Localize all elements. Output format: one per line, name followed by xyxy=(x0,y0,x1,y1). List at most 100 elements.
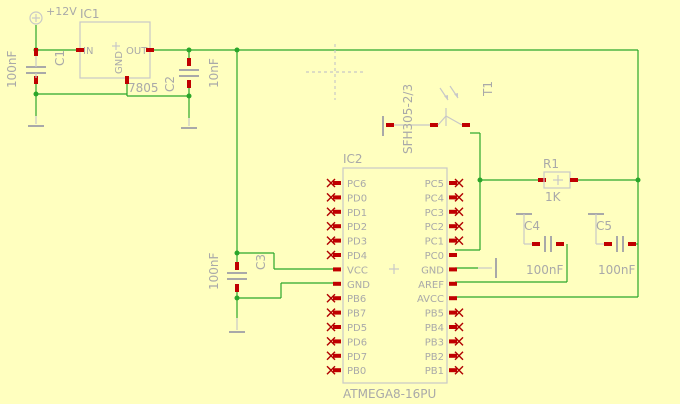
ic2-microcontroller[interactable]: IC2 ATMEGA8-16PU PC6PD0PD1PD2PD3PD4VCCGN… xyxy=(326,152,464,401)
pad xyxy=(76,48,84,52)
c5-name: C5 xyxy=(596,219,612,233)
ground-symbol xyxy=(28,116,44,127)
pad xyxy=(386,123,394,127)
pad xyxy=(449,195,457,200)
pad xyxy=(333,281,341,286)
no-connect-marker xyxy=(326,221,336,231)
ic2-pin-pd4[interactable]: PD4 xyxy=(326,250,367,262)
junction xyxy=(186,93,192,99)
t1-name: T1 xyxy=(481,81,495,97)
ic2-pin-pb5[interactable]: PB5 xyxy=(425,308,464,320)
t1-value: SFH305-2/3 xyxy=(401,84,415,154)
pin-label: PB4 xyxy=(425,323,444,334)
pin-label: PD2 xyxy=(347,222,367,233)
ic2-pin-pd2[interactable]: PD2 xyxy=(326,221,367,233)
ic2-pin-pd3[interactable]: PD3 xyxy=(326,236,367,248)
resistor-r1[interactable]: R1 1K xyxy=(538,157,578,204)
phototransistor-t1[interactable]: T1 SFH305-2/3 xyxy=(382,81,495,154)
ic2-pin-pb6[interactable]: PB6 xyxy=(326,293,366,305)
pad xyxy=(333,267,341,272)
pad xyxy=(333,253,341,257)
ic1-name: IC1 xyxy=(80,7,100,21)
pin-label: PC4 xyxy=(425,193,444,204)
ic2-pin-pb0[interactable]: PB0 xyxy=(326,365,366,377)
c2-value: 10nF xyxy=(207,58,221,88)
ic2-pin-pb3[interactable]: PB3 xyxy=(425,336,464,348)
ic2-pin-pd0[interactable]: PD0 xyxy=(326,192,367,204)
pin-label: PB3 xyxy=(425,337,444,348)
pad xyxy=(34,76,38,84)
ic2-pin-vcc[interactable]: VCC xyxy=(333,265,368,276)
ic2-pin-pc0[interactable]: PC0 xyxy=(425,251,457,262)
pad xyxy=(187,80,191,88)
ic2-pin-gnd[interactable]: GND xyxy=(421,265,457,276)
pad xyxy=(449,310,457,315)
pin-label: PC3 xyxy=(425,208,444,219)
supply-12v[interactable]: +12V xyxy=(29,5,77,25)
ic2-pin-aref[interactable]: AREF xyxy=(418,280,457,291)
ic2-pin-pb7[interactable]: PB7 xyxy=(326,308,366,320)
pad xyxy=(449,339,457,344)
pad xyxy=(449,238,457,243)
ic2-pin-pc4[interactable]: PC4 xyxy=(425,192,464,204)
no-connect-marker xyxy=(326,178,336,188)
capacitor-c5[interactable]: C5 100nF xyxy=(588,213,638,277)
c4-value: 100nF xyxy=(526,263,564,277)
r1-value: 1K xyxy=(545,190,562,204)
pad xyxy=(604,242,612,246)
ic2-pin-pb1[interactable]: PB1 xyxy=(425,365,464,377)
r1-name: R1 xyxy=(543,157,559,171)
pad xyxy=(570,178,578,182)
ic2-pin-avcc[interactable]: AVCC xyxy=(417,294,457,305)
capacitor-c2[interactable]: C2 10nF xyxy=(163,58,221,92)
pad xyxy=(449,209,457,214)
no-connect-marker xyxy=(326,322,336,332)
ic1-regulator[interactable]: IC1 IN OUT GND 7805 xyxy=(76,7,159,95)
ic2-pin-pd5[interactable]: PD5 xyxy=(326,322,367,334)
ic2-pin-pc5[interactable]: PC5 xyxy=(425,178,464,190)
pad xyxy=(449,296,457,301)
ic2-pin-gnd[interactable]: GND xyxy=(333,280,370,291)
capacitor-c4[interactable]: C4 100nF xyxy=(516,213,564,277)
c5-value: 100nF xyxy=(598,263,636,277)
pad xyxy=(538,178,546,182)
junction xyxy=(635,177,641,183)
pad xyxy=(146,48,154,52)
ic2-pin-pc6[interactable]: PC6 xyxy=(326,178,366,190)
ic2-name: IC2 xyxy=(343,152,363,166)
pin-label: PD6 xyxy=(347,337,367,348)
c1-name: C1 xyxy=(53,50,67,66)
no-connect-marker xyxy=(454,322,464,332)
no-connect-marker xyxy=(454,336,464,346)
pad xyxy=(333,181,341,185)
pad xyxy=(333,195,341,200)
pad xyxy=(532,242,540,246)
ic2-pin-pb2[interactable]: PB2 xyxy=(425,351,464,363)
pin-label: PD3 xyxy=(347,237,367,248)
ic2-pin-pc1[interactable]: PC1 xyxy=(425,236,464,248)
pin-label: PC5 xyxy=(425,179,444,190)
pin-label: PB0 xyxy=(347,366,366,377)
no-connect-marker xyxy=(454,221,464,231)
junction xyxy=(234,47,240,53)
pad xyxy=(333,353,341,358)
pad xyxy=(449,267,457,272)
junction xyxy=(234,250,240,256)
ic2-pin-pc2[interactable]: PC2 xyxy=(425,221,464,233)
pin-label: PB2 xyxy=(425,352,444,363)
ic2-pin-pb4[interactable]: PB4 xyxy=(425,322,464,334)
junction xyxy=(234,295,240,301)
capacitor-c1[interactable]: C1 100nF xyxy=(5,48,67,88)
c2-name: C2 xyxy=(163,76,177,92)
capacitor-c3[interactable]: C3 100nF xyxy=(207,252,268,292)
ic2-pin-pd6[interactable]: PD6 xyxy=(326,336,367,348)
pin-label: VCC xyxy=(347,265,368,276)
ic2-pin-pd7[interactable]: PD7 xyxy=(326,351,367,363)
pad xyxy=(333,224,341,229)
pad xyxy=(430,123,438,127)
ic1-pin-in: IN xyxy=(83,46,93,57)
ic2-pin-pd1[interactable]: PD1 xyxy=(326,207,367,219)
ic2-pin-pc3[interactable]: PC3 xyxy=(425,207,464,219)
